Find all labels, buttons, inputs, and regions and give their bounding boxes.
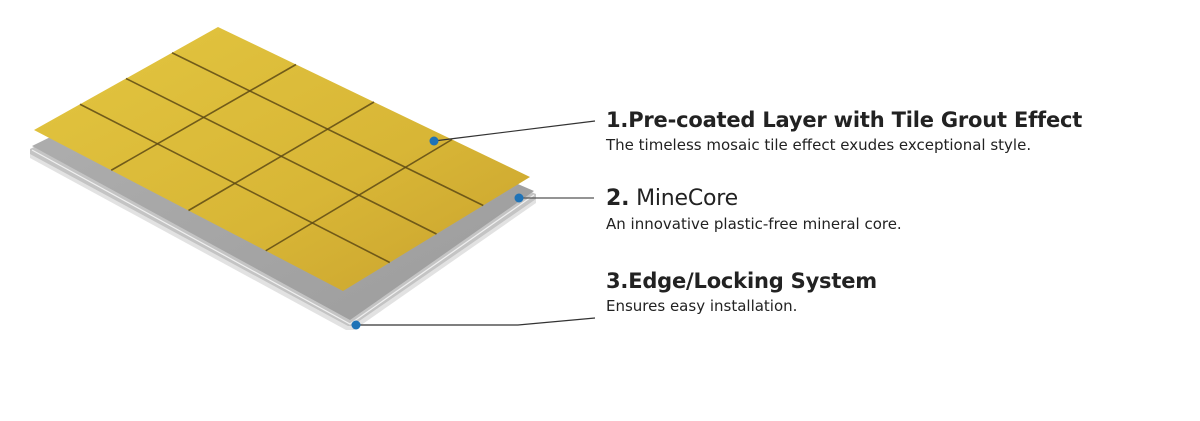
callout-dot-1 xyxy=(429,136,439,146)
tile-layer xyxy=(34,27,530,291)
callout-number-1: 1. xyxy=(606,108,629,132)
callout-label-2: 2. MineCore An innovative plastic-free m… xyxy=(606,186,902,234)
grout-lines xyxy=(79,52,484,264)
board-highlight xyxy=(31,149,535,325)
callout-label-1: 1.Pre-coated Layer with Tile Grout Effec… xyxy=(606,107,1082,155)
callout-title-text-1: Pre-coated Layer with Tile Grout Effect xyxy=(628,108,1083,132)
callout-description-1: The timeless mosaic tile effect exudes e… xyxy=(606,136,1032,154)
callout-description-2: An innovative plastic-free mineral core. xyxy=(606,215,902,233)
grout-line-col-3 xyxy=(265,138,453,252)
grout-line-col-2 xyxy=(188,101,375,212)
callout-dot-2 xyxy=(514,193,524,203)
callout-label-3: 3.Edge/Locking System Ensures easy insta… xyxy=(606,268,877,316)
leader-line-3 xyxy=(356,317,596,326)
leader-line-1 xyxy=(433,120,596,142)
callout-title-1: 1.Pre-coated Layer with Tile Grout Effec… xyxy=(606,107,1082,133)
callout-number-3: 3. xyxy=(606,269,629,293)
callout-title-text-2: MineCore xyxy=(636,186,738,211)
tile-layer-face xyxy=(34,27,530,291)
callout-dot-3 xyxy=(351,320,361,330)
callout-title-3: 3.Edge/Locking System xyxy=(606,268,877,294)
grout-line-col-1 xyxy=(110,63,297,171)
callout-title-text-3: Edge/Locking System xyxy=(628,269,877,293)
callout-description-3: Ensures easy installation. xyxy=(606,297,798,315)
callout-title-2: 2. MineCore xyxy=(606,186,902,212)
callout-number-2: 2. xyxy=(606,186,630,211)
